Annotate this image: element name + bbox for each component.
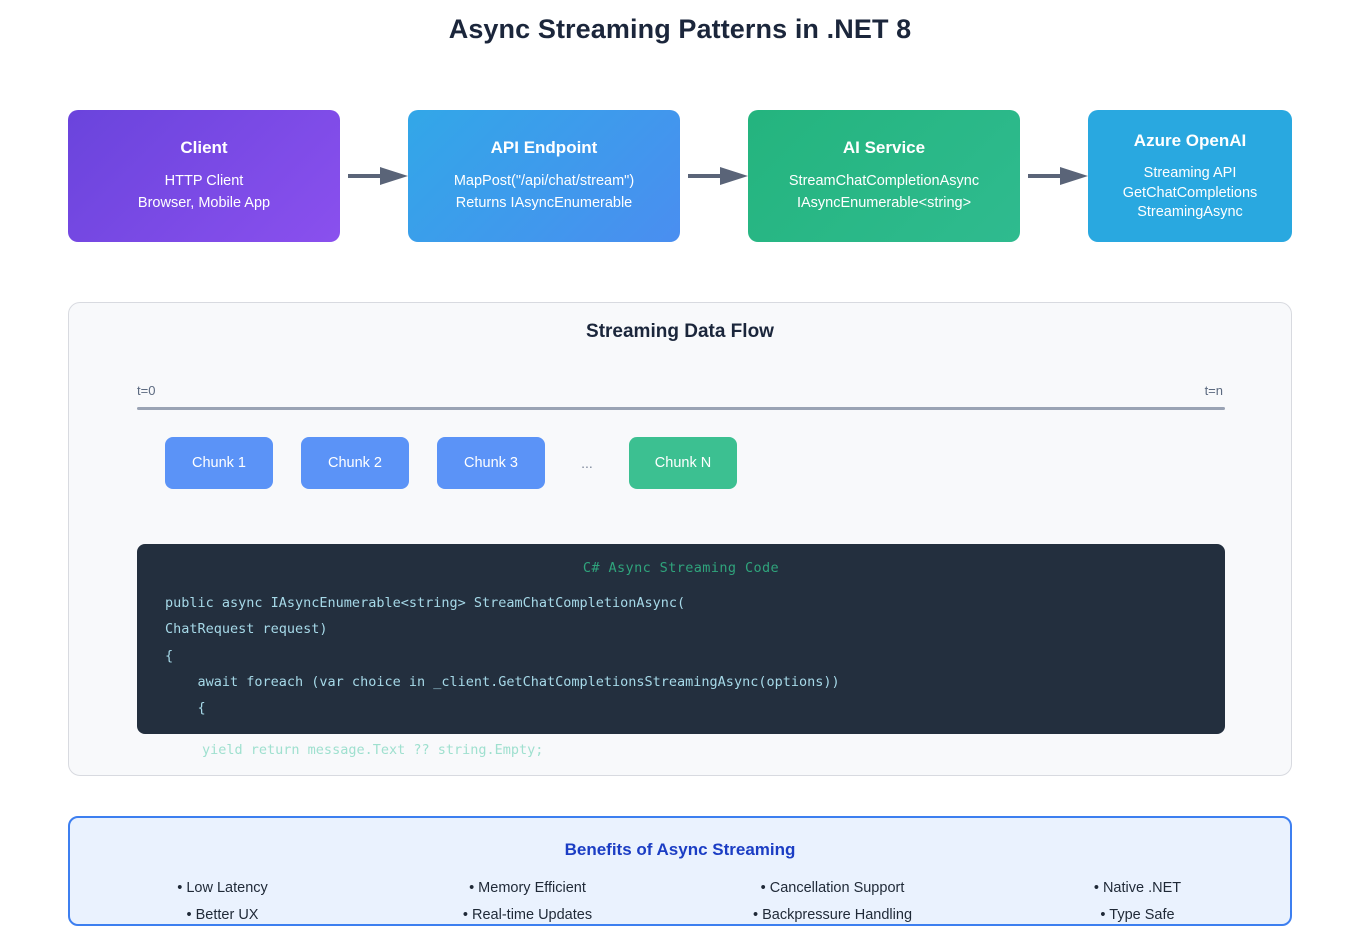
- flow-arrow-client-to-api: [340, 110, 408, 242]
- flow-box-azure-line-2: GetChatCompletions StreamingAsync: [1122, 185, 1258, 220]
- chunk-box-1[interactable]: Chunk 1: [165, 437, 273, 489]
- flow-box-api-endpoint[interactable]: API Endpoint MapPost("/api/chat/stream")…: [408, 110, 680, 242]
- flow-box-api-title: API Endpoint: [490, 138, 598, 158]
- benefit-item: • Better UX: [186, 906, 259, 923]
- chunk-box-2[interactable]: Chunk 2: [301, 437, 409, 489]
- code-overflow-line: yield return message.Text ?? string.Empt…: [137, 742, 544, 758]
- flow-box-client-line-1: HTTP Client: [164, 172, 244, 189]
- timeline-axis: [137, 407, 1225, 410]
- code-line-3: {: [165, 647, 174, 664]
- streaming-panel-title: Streaming Data Flow: [586, 321, 774, 342]
- benefit-item: • Cancellation Support: [760, 880, 905, 896]
- flow-box-ai-line-1: StreamChatCompletionAsync: [788, 172, 980, 189]
- code-line-5: {: [165, 700, 206, 717]
- code-block: C# Async Streaming Code public async IAs…: [137, 544, 1225, 734]
- flow-box-ai-title: AI Service: [842, 138, 926, 158]
- flow-box-azure-line-1: Streaming API: [1143, 165, 1237, 182]
- benefit-item: • Memory Efficient: [469, 880, 586, 896]
- flow-box-client[interactable]: Client HTTP Client Browser, Mobile App: [68, 110, 340, 242]
- benefit-item: • Backpressure Handling: [752, 906, 913, 923]
- flow-box-azure-openai[interactable]: Azure OpenAI Streaming API GetChatComple…: [1088, 110, 1292, 242]
- flow-box-azure-title: Azure OpenAI: [1133, 130, 1247, 150]
- chunk-row: Chunk 1 Chunk 2 Chunk 3 ... Chunk N: [165, 437, 765, 489]
- flow-arrow-api-to-ai: [680, 110, 748, 242]
- architecture-flow-row: Client HTTP Client Browser, Mobile App A…: [68, 110, 1292, 242]
- flow-box-client-title: Client: [180, 138, 228, 158]
- benefit-column-4: • Native .NET • Type Safe: [985, 875, 1290, 924]
- benefit-column-1: • Low Latency • Better UX: [70, 875, 375, 924]
- page-title: Async Streaming Patterns in .NET 8: [448, 14, 912, 44]
- benefit-item: • Type Safe: [1100, 906, 1175, 923]
- benefits-columns: • Low Latency • Better UX • Memory Effic…: [70, 875, 1290, 924]
- benefit-column-3: • Cancellation Support • Backpressure Ha…: [680, 875, 985, 924]
- chunk-box-3[interactable]: Chunk 3: [437, 437, 545, 489]
- chunk-ellipsis: ...: [581, 455, 593, 471]
- timeline-start-label: t=0: [137, 383, 156, 398]
- flow-box-api-line-2: Returns IAsyncEnumerable: [455, 194, 633, 211]
- code-line-1: public async IAsyncEnumerable<string> St…: [165, 595, 686, 611]
- flow-box-api-line-1: MapPost("/api/chat/stream"): [453, 172, 635, 189]
- code-line-4: await foreach (var choice in _client.Get…: [165, 673, 840, 690]
- flow-box-client-line-2: Browser, Mobile App: [137, 194, 271, 211]
- chunk-box-n[interactable]: Chunk N: [629, 437, 737, 489]
- streaming-data-flow-panel: Streaming Data Flow t=0 t=n Chunk 1 Chun…: [68, 302, 1292, 776]
- flow-box-ai-line-2: IAsyncEnumerable<string>: [796, 194, 972, 211]
- timeline-end-label: t=n: [1204, 383, 1223, 398]
- benefits-title: Benefits of Async Streaming: [564, 840, 796, 859]
- benefit-column-2: • Memory Efficient • Real-time Updates: [375, 875, 680, 924]
- benefit-item: • Real-time Updates: [462, 906, 593, 923]
- code-block-header: C# Async Streaming Code: [582, 560, 780, 576]
- benefit-item: • Low Latency: [177, 880, 268, 896]
- flow-arrow-ai-to-azure: [1020, 110, 1088, 242]
- benefit-item: • Native .NET: [1093, 880, 1182, 896]
- flow-box-ai-service[interactable]: AI Service StreamChatCompletionAsync IAs…: [748, 110, 1020, 242]
- code-line-2: ChatRequest request): [165, 621, 328, 638]
- benefits-panel: Benefits of Async Streaming • Low Latenc…: [68, 816, 1292, 926]
